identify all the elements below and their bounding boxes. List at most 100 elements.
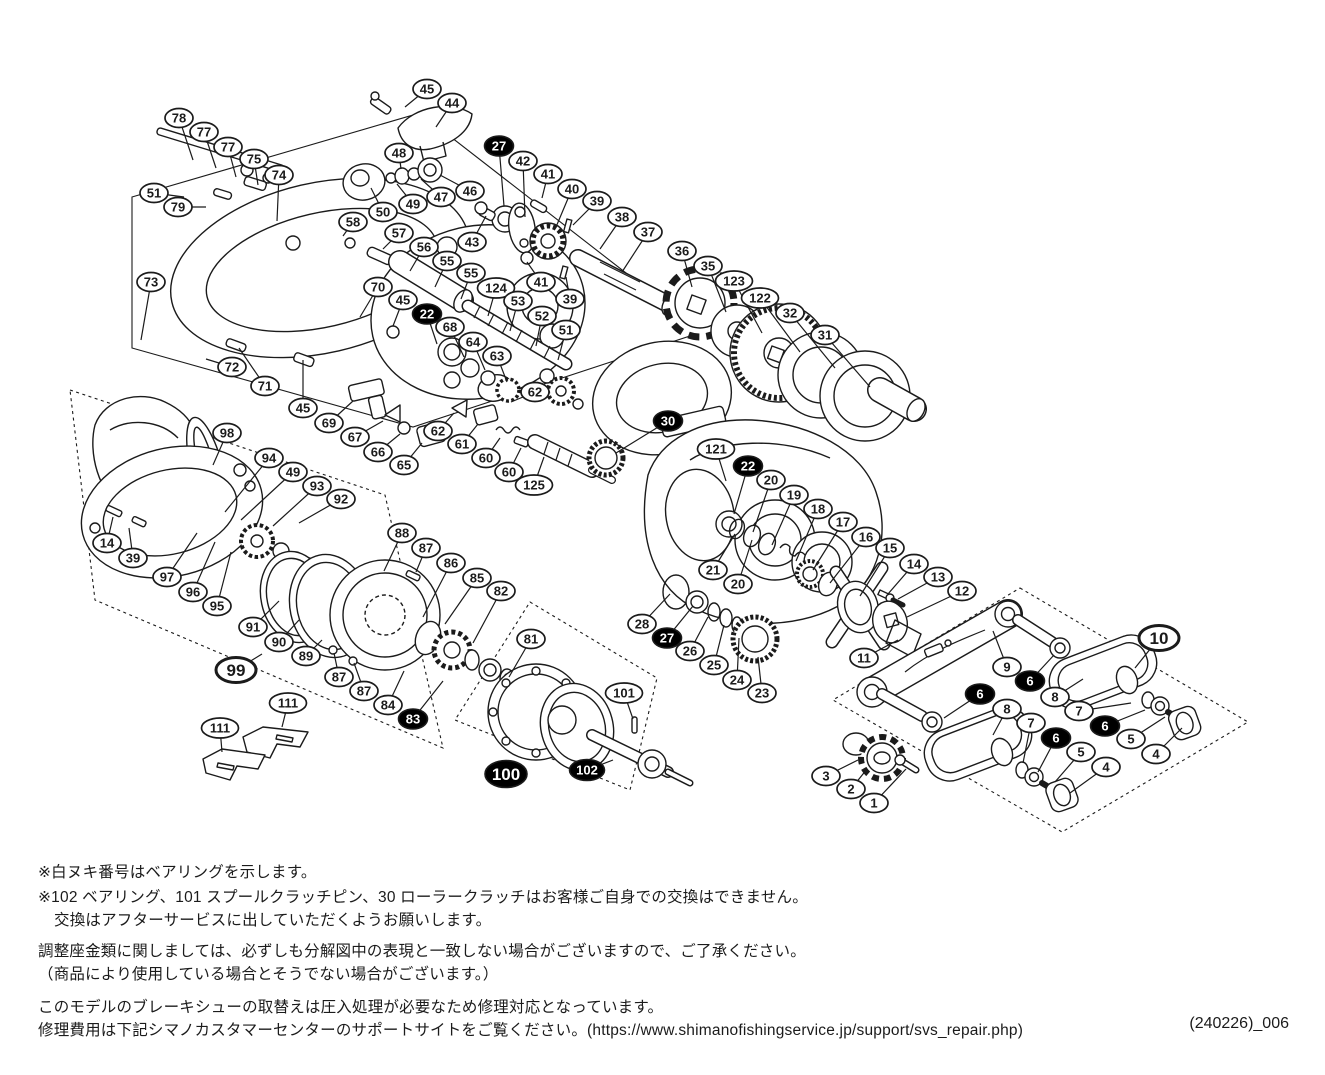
svg-text:31: 31 [818, 328, 832, 343]
svg-text:63: 63 [490, 349, 504, 364]
callout-24: 24 [722, 669, 752, 691]
svg-text:102: 102 [576, 763, 598, 778]
callout-22: 22 [732, 455, 764, 477]
svg-text:74: 74 [272, 168, 287, 183]
callout-44: 44 [437, 92, 467, 114]
callout-23: 23 [747, 682, 777, 704]
callout-21: 21 [698, 559, 728, 581]
assembly-boundary-spool-group-100 [455, 602, 657, 790]
svg-text:23: 23 [755, 686, 769, 701]
svg-text:84: 84 [381, 698, 396, 713]
svg-text:94: 94 [262, 451, 277, 466]
svg-text:97: 97 [160, 570, 174, 585]
svg-text:45: 45 [396, 293, 410, 308]
callout-27: 27 [651, 627, 683, 649]
svg-text:68: 68 [443, 320, 457, 335]
parts-layer [80, 91, 1202, 813]
svg-text:65: 65 [397, 458, 411, 473]
svg-text:39: 39 [563, 292, 577, 307]
svg-text:82: 82 [494, 584, 508, 599]
callout-121: 121 [696, 438, 736, 460]
svg-text:6: 6 [1052, 731, 1059, 746]
svg-text:20: 20 [764, 473, 778, 488]
svg-text:20: 20 [731, 577, 745, 592]
svg-text:51: 51 [559, 323, 573, 338]
callout-41: 41 [526, 271, 556, 293]
callout-102: 102 [568, 758, 606, 782]
callout-92: 92 [326, 488, 356, 510]
callout-45: 45 [288, 397, 318, 419]
svg-text:100: 100 [492, 765, 520, 784]
exploded-diagram: 4544787777757448464749505179274241403938… [0, 78, 1325, 860]
svg-text:69: 69 [322, 416, 336, 431]
svg-text:28: 28 [635, 617, 649, 632]
svg-text:6: 6 [976, 687, 983, 702]
callout-22: 22 [411, 303, 443, 325]
callout-5: 5 [1066, 741, 1096, 763]
callout-31: 31 [810, 324, 840, 346]
callout-30: 30 [652, 410, 684, 432]
svg-text:50: 50 [376, 205, 390, 220]
callout-90: 90 [264, 631, 294, 653]
svg-text:11: 11 [857, 651, 871, 666]
svg-text:47: 47 [434, 190, 448, 205]
svg-text:17: 17 [836, 515, 850, 530]
callout-49: 49 [398, 193, 428, 215]
svg-text:42: 42 [516, 154, 530, 169]
svg-text:8: 8 [1051, 690, 1058, 705]
callout-63: 63 [482, 345, 512, 367]
callout-17: 17 [828, 511, 858, 533]
svg-text:15: 15 [883, 541, 897, 556]
callout-10: 10 [1137, 624, 1181, 652]
svg-text:27: 27 [660, 631, 674, 646]
spool-tension-parts [662, 574, 780, 664]
callout-97: 97 [152, 566, 182, 588]
note-bearing-legend: ※白ヌキ番号はベアリングを示します。 [38, 864, 317, 881]
svg-text:81: 81 [524, 632, 538, 647]
callout-84: 84 [373, 694, 403, 716]
callout-50: 50 [368, 201, 398, 223]
svg-text:89: 89 [299, 649, 313, 664]
svg-text:40: 40 [565, 182, 579, 197]
svg-text:7: 7 [1027, 716, 1034, 731]
svg-text:4: 4 [1152, 747, 1160, 762]
callout-60: 60 [494, 461, 524, 483]
callout-20: 20 [756, 469, 786, 491]
svg-text:87: 87 [419, 541, 433, 556]
callout-87: 87 [349, 680, 379, 702]
note-repair-url: 修理費用は下記シマノカスタマーセンターのサポートサイトをご覧ください。(http… [38, 1022, 1024, 1039]
callout-93: 93 [302, 475, 332, 497]
svg-text:41: 41 [541, 167, 555, 182]
svg-text:9: 9 [1003, 660, 1010, 675]
callout-layer: 4544787777757448464749505179274241403938… [92, 78, 1181, 814]
callout-66: 66 [363, 441, 393, 463]
svg-text:55: 55 [440, 254, 454, 269]
callout-68: 68 [435, 316, 465, 338]
callout-65: 65 [389, 454, 419, 476]
svg-text:45: 45 [296, 401, 310, 416]
callout-55: 55 [432, 250, 462, 272]
callout-58: 58 [338, 211, 368, 233]
level-wind-worm [388, 250, 584, 410]
svg-text:62: 62 [528, 385, 542, 400]
svg-text:70: 70 [371, 280, 385, 295]
callout-39: 39 [555, 288, 585, 310]
svg-text:111: 111 [210, 721, 230, 736]
callout-87: 87 [324, 666, 354, 688]
svg-text:46: 46 [463, 184, 477, 199]
callout-15: 15 [875, 537, 905, 559]
svg-text:77: 77 [221, 140, 235, 155]
svg-text:10: 10 [1150, 629, 1169, 648]
callout-72: 72 [217, 356, 247, 378]
callout-26: 26 [675, 640, 705, 662]
svg-text:2: 2 [847, 782, 854, 797]
svg-text:39: 39 [590, 194, 604, 209]
svg-text:57: 57 [392, 226, 406, 241]
callout-19: 19 [779, 484, 809, 506]
callout-55: 55 [456, 262, 486, 284]
callout-36: 36 [667, 240, 697, 262]
callout-6: 6 [1014, 670, 1046, 692]
callout-14: 14 [899, 553, 929, 575]
callout-39: 39 [118, 547, 148, 569]
